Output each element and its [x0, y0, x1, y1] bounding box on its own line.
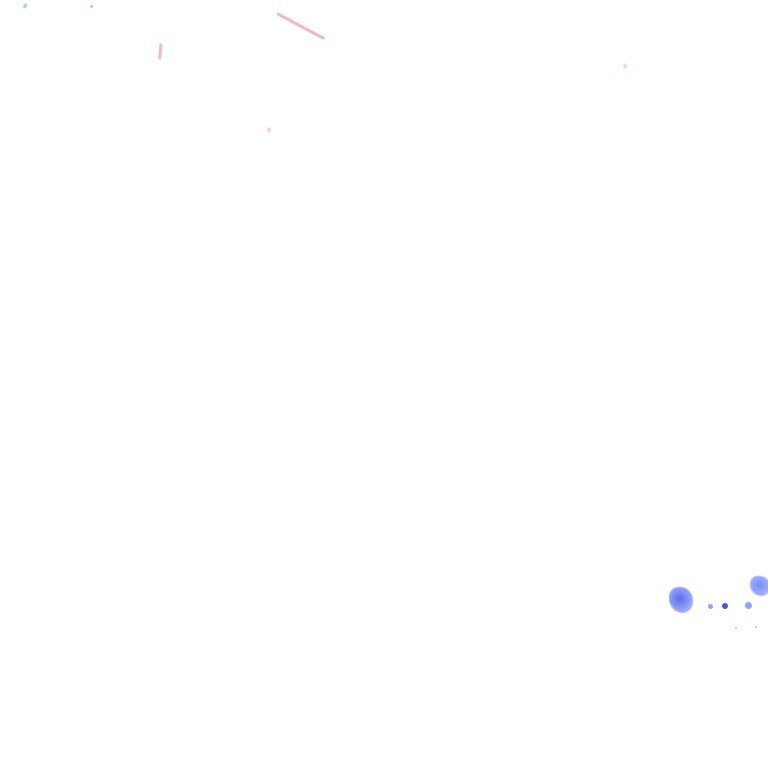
streak-mark: [22, 2, 28, 9]
streak-mark: [90, 5, 93, 8]
dot-mark: [755, 626, 757, 628]
dot-mark: [722, 603, 728, 609]
streak-mark: [623, 63, 627, 69]
blob-mark: [669, 587, 693, 613]
blob-mark: [750, 576, 768, 596]
dot-mark: [745, 602, 752, 609]
streak-mark: [158, 43, 163, 60]
streak-mark: [276, 12, 326, 41]
dot-mark: [735, 627, 737, 629]
streak-mark: [267, 127, 271, 133]
dot-mark: [708, 604, 713, 609]
